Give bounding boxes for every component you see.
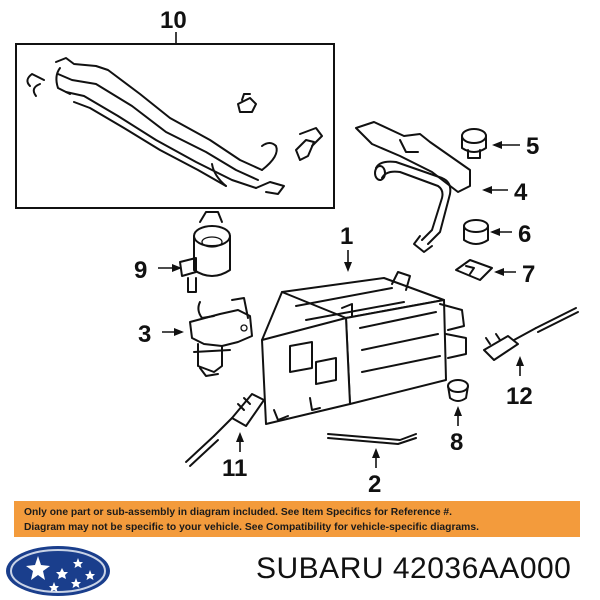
sensor-part-12: [483, 307, 579, 361]
hose-assembly-frame: [15, 43, 335, 209]
tie-strap-part-2: [327, 433, 417, 445]
callout-9: 9: [134, 257, 147, 284]
bushing-part-8: [447, 379, 469, 402]
arrow-7: [494, 268, 504, 276]
parts-diagram: 10 5 4 6: [15, 7, 579, 498]
callout-10: 10: [160, 7, 187, 34]
arrow-2: [372, 448, 380, 458]
hose-assembly-part-10: [26, 57, 323, 195]
arrow-6: [490, 228, 500, 236]
clip-part-7: [455, 259, 493, 281]
callout-12: 12: [506, 383, 533, 410]
arrow-3: [174, 328, 184, 336]
valve-bracket-part-3: [189, 297, 253, 377]
disclaimer-line-2: Diagram may not be specific to your vehi…: [24, 522, 479, 533]
brand-part-number: SUBARU 42036AA000: [256, 552, 571, 586]
arrow-1: [344, 262, 352, 272]
callout-1: 1: [340, 223, 353, 250]
arrow-11: [236, 432, 244, 442]
arrow-4: [482, 186, 492, 194]
disclaimer-line-1: Only one part or sub-assembly in diagram…: [24, 507, 453, 518]
arrow-12: [516, 356, 524, 366]
arrow-8: [454, 406, 462, 416]
grommet-part-6: [463, 219, 489, 245]
arrow-5: [492, 141, 502, 149]
part-number: 42036AA000: [392, 552, 572, 585]
valve-part-5: [461, 128, 487, 159]
sensor-part-11: [185, 393, 265, 467]
disclaimer-banner: Only one part or sub-assembly in diagram…: [14, 501, 580, 537]
callout-6: 6: [518, 221, 531, 248]
callout-8: 8: [450, 429, 463, 456]
bracket-hose-part-4: [355, 121, 471, 253]
callout-5: 5: [526, 133, 539, 160]
callout-3: 3: [138, 321, 151, 348]
callout-11: 11: [222, 455, 247, 482]
subaru-star-logo-icon: [6, 546, 110, 596]
solenoid-part-9: [179, 211, 231, 293]
canister-part-1: [261, 271, 467, 425]
callout-4: 4: [514, 179, 528, 206]
arrow-9: [172, 264, 182, 272]
brand-name: SUBARU: [256, 552, 385, 585]
callout-2: 2: [368, 471, 381, 498]
callout-7: 7: [522, 261, 535, 288]
